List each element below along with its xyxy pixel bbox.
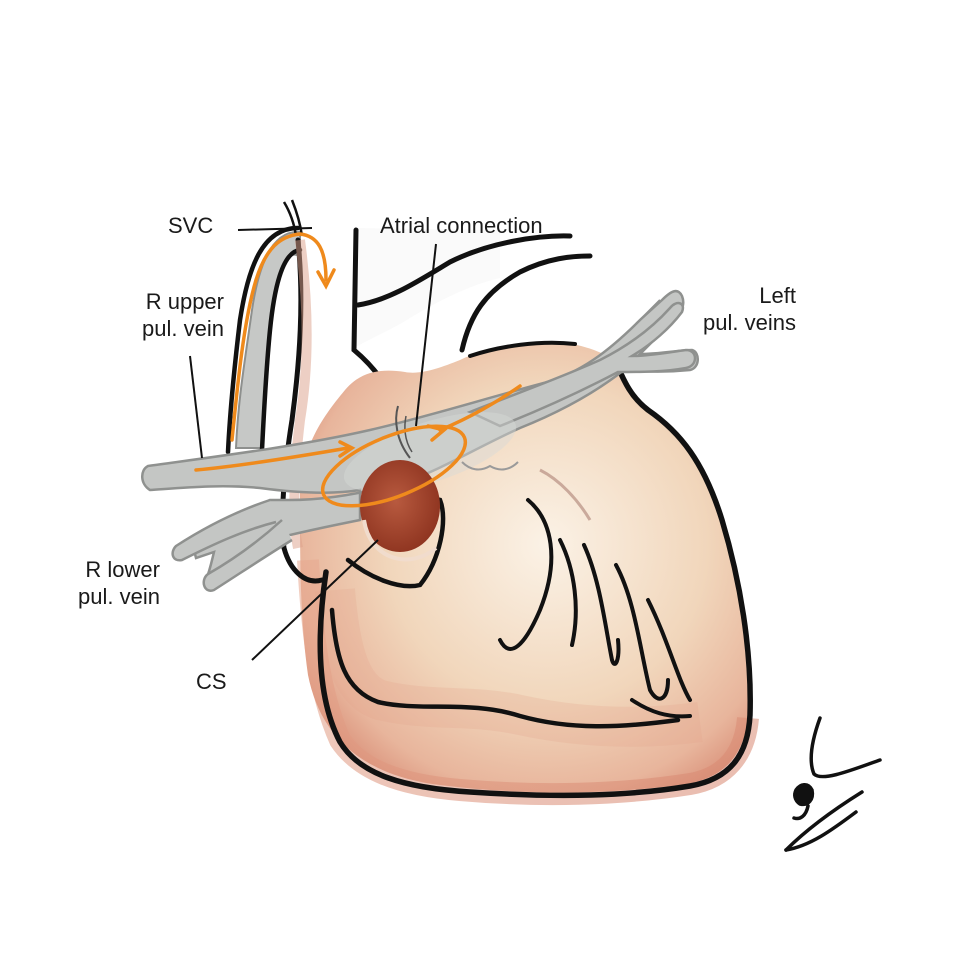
label-line: R lower [85, 557, 160, 582]
coronary-sinus [360, 460, 440, 562]
label-line: pul. vein [78, 584, 160, 609]
pointer-lines [189, 227, 437, 661]
label-svc: SVC [168, 213, 214, 238]
atrial-connection-marks [395, 405, 519, 471]
label-atrial-connection: Atrial connection [380, 213, 543, 238]
label-line: pul. vein [142, 316, 224, 341]
label-line: Left [759, 283, 796, 308]
label-cs: CS [196, 669, 227, 694]
label-r-upper-pul-vein: R upper pul. vein [104, 288, 224, 342]
flow-arrows [194, 232, 522, 508]
label-r-lower-pul-vein: R lower pul. vein [50, 556, 160, 610]
label-line: R upper [145, 289, 224, 314]
label-line: pul. veins [703, 310, 796, 335]
label-left-pul-veins: Left pul. veins [690, 282, 796, 336]
artist-signature [784, 716, 882, 852]
